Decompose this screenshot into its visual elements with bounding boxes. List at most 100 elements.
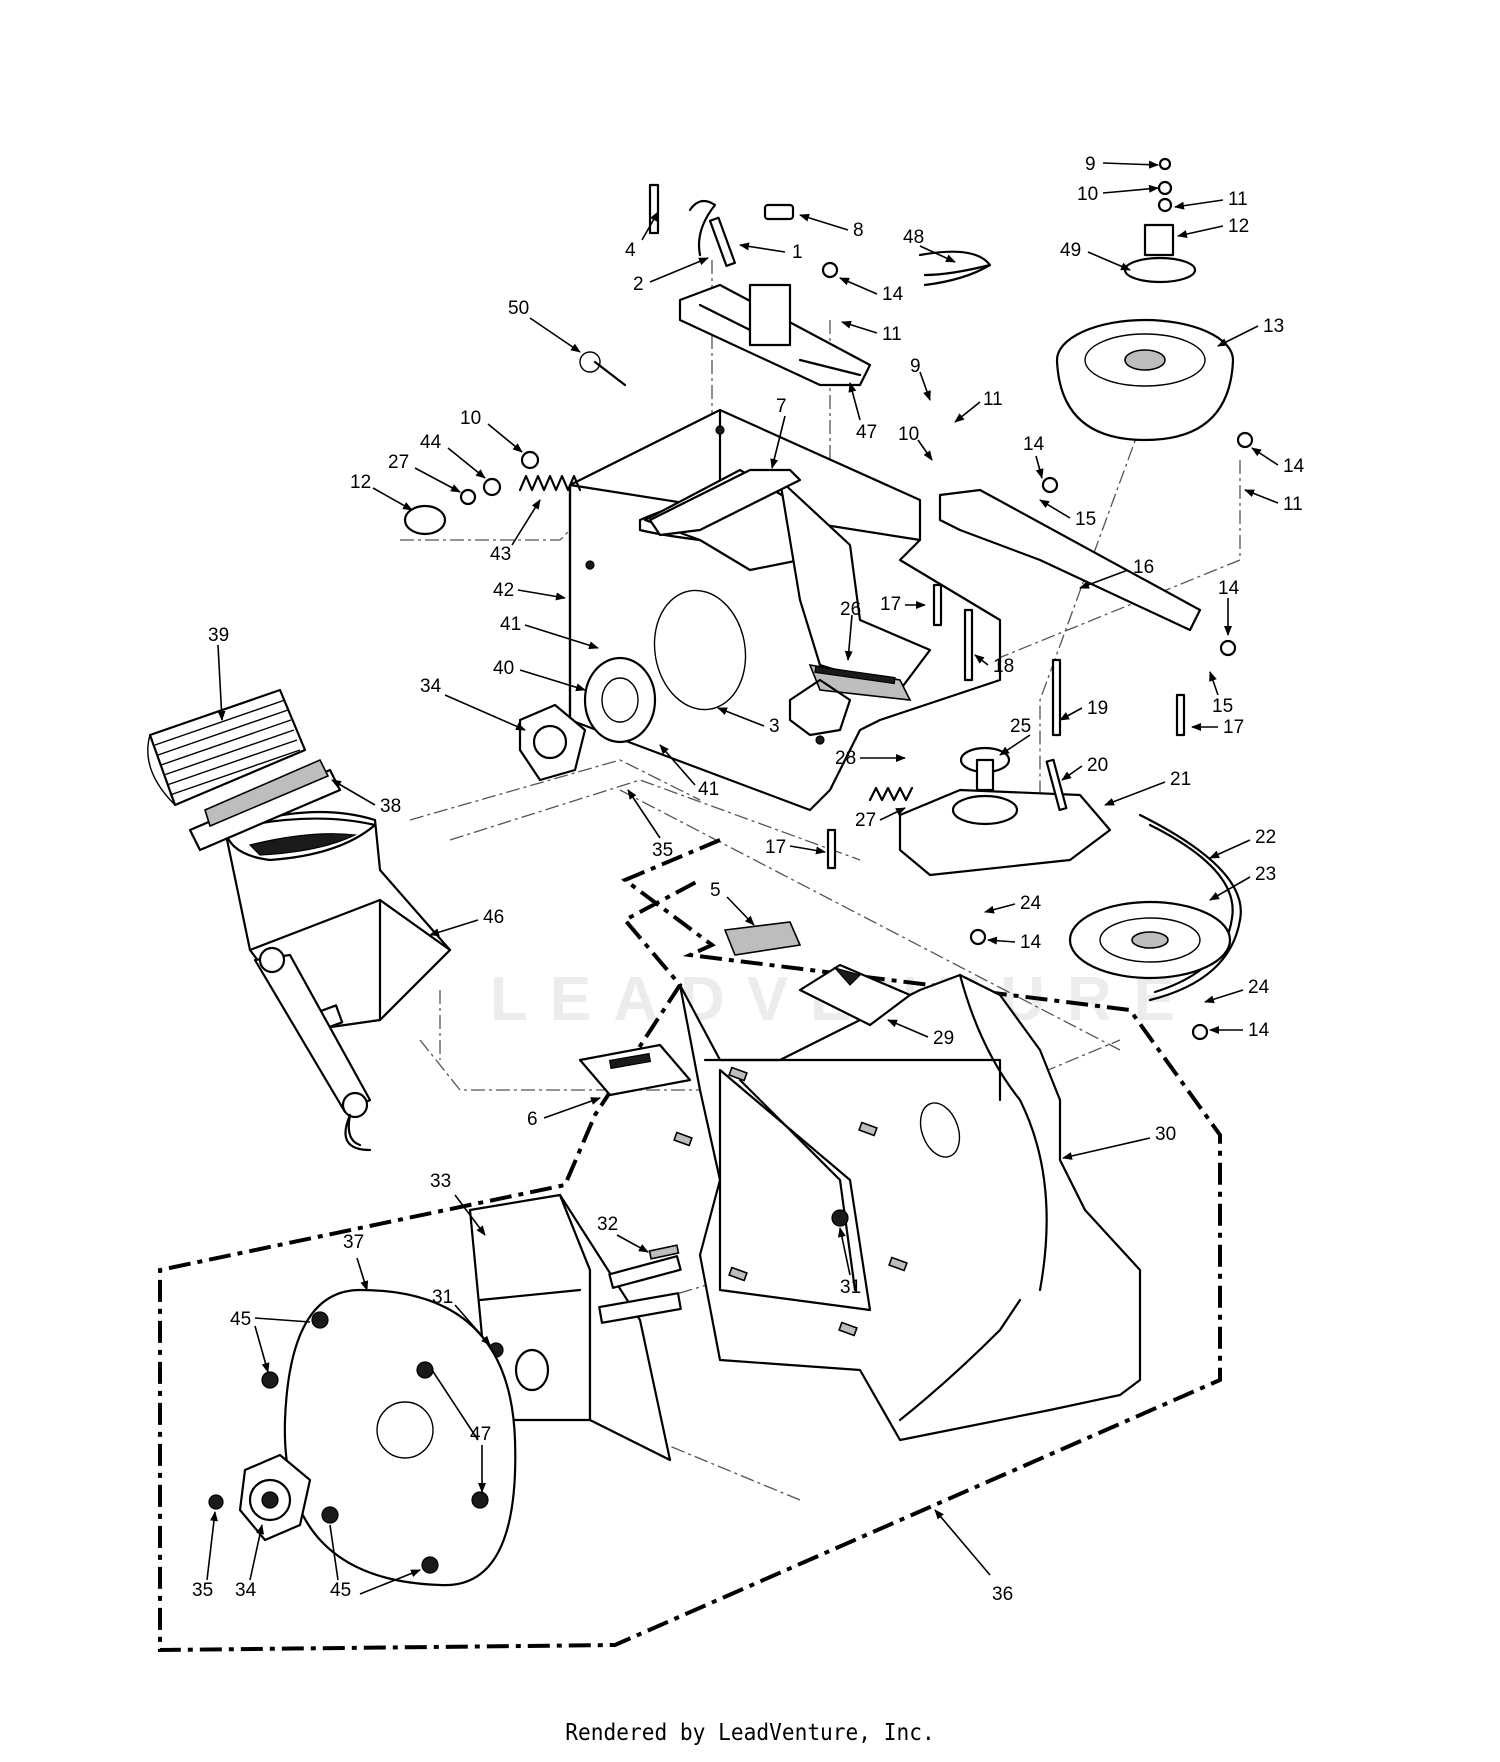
svg-text:30: 30 — [1155, 1124, 1176, 1145]
svg-text:43: 43 — [490, 544, 511, 565]
callout-32: 32 — [597, 1214, 649, 1253]
svg-text:45: 45 — [330, 1580, 351, 1601]
callout-45-a: 45 — [230, 1309, 311, 1372]
svg-text:41: 41 — [500, 614, 521, 635]
spacer-12 — [1143, 223, 1175, 257]
svg-text:21: 21 — [1170, 769, 1191, 790]
bolt-17-a — [932, 583, 943, 627]
svg-text:14: 14 — [1023, 434, 1045, 455]
svg-text:15: 15 — [1075, 509, 1096, 530]
svg-text:35: 35 — [652, 840, 673, 861]
svg-text:33: 33 — [430, 1171, 451, 1192]
callout-22: 22 — [1209, 827, 1276, 859]
decal-6 — [578, 1043, 692, 1097]
callout-23: 23 — [1209, 864, 1276, 901]
svg-text:12: 12 — [1228, 216, 1249, 237]
svg-text:24: 24 — [1020, 893, 1042, 914]
callout-14-c: 14 — [1251, 447, 1305, 477]
svg-text:2: 2 — [633, 274, 644, 295]
callout-27-right: 27 — [855, 807, 906, 831]
callout-12-top: 12 — [1177, 216, 1249, 238]
decal-5 — [723, 921, 802, 956]
svg-text:12: 12 — [350, 472, 371, 493]
washer-44 — [482, 477, 502, 497]
callout-16: 16 — [1079, 557, 1154, 589]
svg-text:11: 11 — [1283, 494, 1303, 515]
svg-text:14: 14 — [1020, 932, 1042, 953]
hitch-bracket-47 — [678, 283, 872, 387]
spacer-12-left — [403, 504, 447, 536]
callout-9-mid: 9 — [910, 356, 931, 401]
callout-49: 49 — [1060, 240, 1131, 271]
callout-15-a: 15 — [1039, 499, 1096, 530]
callout-3: 3 — [717, 707, 780, 737]
svg-text:46: 46 — [483, 907, 504, 928]
pulley-23 — [1068, 900, 1232, 980]
svg-text:23: 23 — [1255, 864, 1276, 885]
hitch-pin-1 — [708, 216, 737, 268]
svg-text:11: 11 — [882, 324, 902, 345]
bolt-20 — [1045, 758, 1068, 812]
bearing-40 — [583, 656, 657, 744]
nut-14-b — [1041, 476, 1059, 494]
callout-41-a: 41 — [500, 614, 599, 650]
svg-text:17: 17 — [765, 837, 786, 858]
svg-text:10: 10 — [460, 408, 481, 429]
svg-text:41: 41 — [698, 779, 719, 800]
svg-text:14: 14 — [882, 284, 904, 305]
bolt-19 — [1051, 658, 1062, 737]
svg-text:28: 28 — [835, 748, 856, 769]
callout-34-upper: 34 — [420, 676, 526, 731]
svg-text:32: 32 — [597, 1214, 618, 1235]
svg-text:27: 27 — [388, 452, 409, 473]
callout-30: 30 — [1062, 1124, 1176, 1160]
belt-22 — [1138, 813, 1242, 1002]
key-32 — [648, 1244, 680, 1260]
svg-text:15: 15 — [1212, 696, 1233, 717]
callout-34-lower: 34 — [235, 1524, 264, 1601]
decal-29 — [798, 963, 912, 1027]
spring-43 — [518, 474, 582, 492]
callout-11-top: 11 — [1174, 189, 1248, 210]
svg-text:34: 34 — [420, 676, 442, 697]
svg-text:19: 19 — [1087, 698, 1108, 719]
svg-text:9: 9 — [910, 356, 921, 377]
svg-text:47: 47 — [856, 422, 877, 443]
callout-46: 46 — [429, 907, 504, 937]
nut-14-a — [821, 261, 839, 279]
callout-1: 1 — [739, 242, 803, 263]
svg-text:17: 17 — [880, 594, 901, 615]
callout-10-top: 10 — [1077, 184, 1159, 205]
svg-text:44: 44 — [420, 432, 442, 453]
callout-20: 20 — [1061, 755, 1108, 781]
callout-24-a: 24 — [984, 893, 1042, 914]
callout-17-a: 17 — [880, 594, 926, 615]
callout-38: 38 — [331, 779, 401, 817]
callout-43: 43 — [490, 499, 541, 565]
callout-41-b: 41 — [659, 744, 719, 800]
bolt-18 — [963, 608, 974, 682]
svg-text:26: 26 — [840, 599, 861, 620]
callout-17-b: 17 — [1191, 717, 1244, 738]
hairpin-48 — [918, 250, 992, 287]
idler-pulley-13 — [1055, 318, 1235, 442]
kit-boundary-36 — [158, 838, 1222, 1653]
chute-ring-38 — [188, 758, 342, 852]
nut-10-left — [520, 450, 540, 470]
svg-text:1: 1 — [792, 242, 803, 263]
svg-text:22: 22 — [1255, 827, 1276, 848]
nut-14-d — [1219, 639, 1237, 657]
pin-50 — [579, 351, 627, 387]
callouts: 1 2 3 4 5 6 7 8 9 10 11 12 49 13 48 14 1… — [192, 154, 1305, 1605]
nut-14-f — [1191, 1023, 1209, 1041]
callout-40: 40 — [493, 658, 586, 692]
svg-text:13: 13 — [1263, 316, 1284, 337]
callout-35-lower: 35 — [192, 1511, 218, 1601]
svg-text:11: 11 — [1228, 189, 1248, 210]
callout-45-b: 45 — [329, 1524, 420, 1601]
callout-24-b: 24 — [1204, 977, 1270, 1004]
svg-text:18: 18 — [993, 656, 1014, 677]
callout-11-c: 11 — [1244, 489, 1303, 515]
roller-25 — [959, 746, 1011, 792]
washer-9-top — [1158, 157, 1172, 171]
